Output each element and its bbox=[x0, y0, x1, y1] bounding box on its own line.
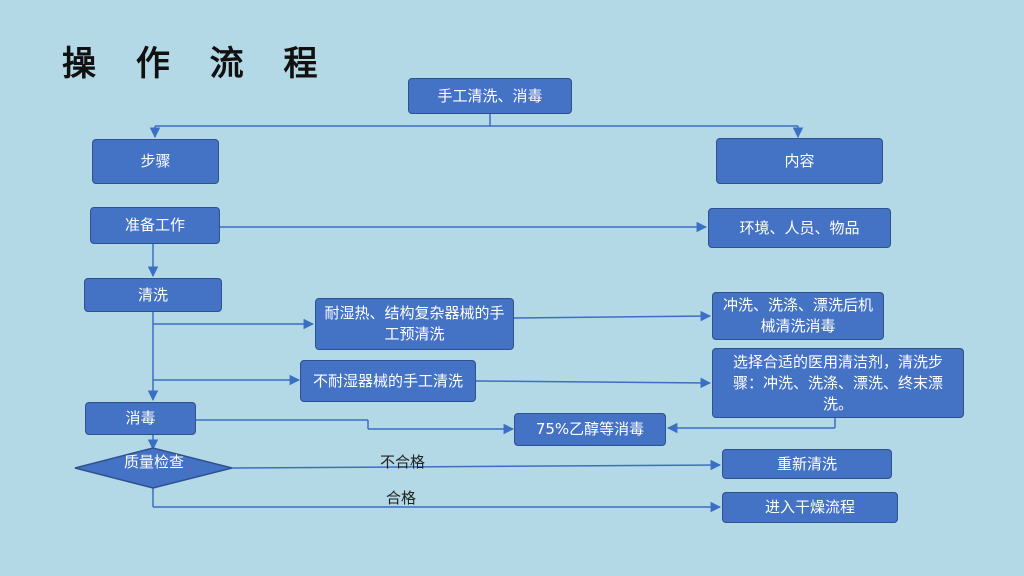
node-quality-label: 质量检查 bbox=[123, 453, 184, 471]
node-dry: 进入干燥流程 bbox=[722, 492, 898, 523]
node-env: 环境、人员、物品 bbox=[708, 208, 891, 248]
quality-check-diamond bbox=[74, 447, 233, 489]
node-clean: 清洗 bbox=[84, 278, 222, 312]
node-rinse-machine: 冲洗、洗涤、漂洗后机械清洗消毒 bbox=[712, 292, 884, 340]
node-non-heat: 不耐湿器械的手工清洗 bbox=[300, 360, 476, 402]
node-root: 手工清洗、消毒 bbox=[408, 78, 572, 114]
node-prepare: 准备工作 bbox=[90, 207, 220, 244]
node-alcohol: 75%乙醇等消毒 bbox=[514, 413, 666, 446]
node-content: 内容 bbox=[716, 138, 883, 184]
edge-label-fail: 不合格 bbox=[380, 453, 426, 471]
page-title: 操 作 流 程 bbox=[62, 44, 332, 84]
node-steps: 步骤 bbox=[92, 139, 219, 184]
node-disinfect: 消毒 bbox=[85, 402, 196, 435]
node-reclean: 重新清洗 bbox=[722, 449, 892, 479]
node-select-agent: 选择合适的医用清洁剂，清洗步骤：冲洗、洗涤、漂洗、终末漂洗。 bbox=[712, 348, 964, 418]
edge-label-pass: 合格 bbox=[386, 489, 417, 507]
node-heat-resist: 耐湿热、结构复杂器械的手工预清洗 bbox=[315, 298, 514, 350]
